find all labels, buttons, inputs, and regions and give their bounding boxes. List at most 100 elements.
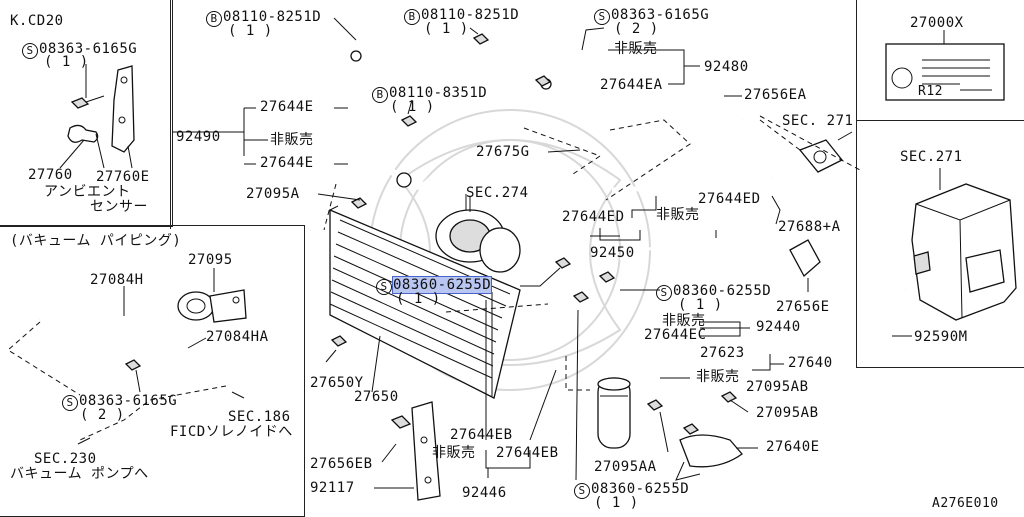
leader-lines — [172, 17, 861, 489]
screw-symbol: S — [376, 279, 392, 295]
pipe-92450 — [611, 118, 776, 262]
screw-symbol: S — [656, 285, 672, 301]
not-sold-label: 非販売 — [656, 207, 700, 223]
ambient-sensor-bolt — [70, 64, 105, 109]
part-number: 08363-6165G — [611, 7, 710, 23]
diagram-code: A276E010 — [932, 496, 999, 511]
part-number: 08363-6165G — [39, 41, 138, 57]
part-27084ha: 27084HA — [206, 329, 269, 345]
part-27095ab-upper: 27095AB — [746, 379, 809, 395]
bracket-92117 — [411, 401, 441, 501]
part-27675g: 27675G — [476, 144, 530, 160]
sec186-note: FICDソレノイドへ — [170, 424, 293, 440]
sec274-ref: SEC.274 — [466, 185, 529, 201]
not-sold-label: 非販売 — [432, 445, 476, 461]
part-number: 08110-8251D — [421, 7, 520, 23]
sec271-ref: SEC.271 — [900, 149, 963, 165]
sec271-ref-top: SEC. 271 — [782, 113, 854, 129]
ambient-sensor-bracket — [111, 65, 135, 153]
part-number: 08360-6255D — [673, 283, 772, 299]
frame-main — [170, 0, 858, 229]
sec186-ref: SEC.186 — [228, 409, 291, 425]
part-27000x: 27000X — [910, 15, 964, 31]
part-27623: 27623 — [700, 345, 745, 361]
part-27095ab-lower: 27095AB — [756, 405, 819, 421]
hose-92490 — [331, 50, 434, 207]
receiver-drier — [597, 377, 631, 449]
part-92480: 92480 — [704, 59, 749, 75]
part-92117: 92117 — [310, 480, 355, 496]
frame-right-divider — [857, 120, 1024, 121]
part-number: 08110-8251D — [223, 9, 322, 25]
bolt-symbol: B — [372, 87, 388, 103]
part-number-highlighted: 08360-6255D — [391, 276, 493, 294]
vacuum-leaders — [7, 286, 245, 445]
part-27656ea: 27656EA — [744, 87, 807, 103]
small-bolts — [330, 33, 738, 435]
bolt-symbol: B — [206, 11, 222, 27]
part-92446: 92446 — [462, 485, 507, 501]
part-92490: 92490 — [176, 129, 221, 145]
sensor-name-line2: センサー — [90, 199, 148, 215]
vacuum-title: (バキューム パイピング) — [10, 233, 182, 249]
part-number: 08360-6255D — [591, 481, 690, 497]
screw-symbol: S — [574, 483, 590, 499]
part-27650: 27650 — [354, 389, 399, 405]
evaporator-housing — [876, 168, 1017, 348]
part-27644e-lower: 27644E — [260, 155, 314, 171]
drier-bracket — [675, 434, 743, 481]
part-27644ed-left: 27644ED — [562, 209, 625, 225]
part-27644ed-right: 27644ED — [698, 191, 761, 207]
part-27688a: 27688+A — [778, 219, 841, 235]
screw-qty-bottom: ( 1 ) — [594, 495, 639, 511]
bolt-symbol: B — [404, 9, 420, 25]
compressor — [435, 196, 521, 273]
part-27760: 27760 — [28, 167, 73, 183]
sec230-note: バキューム ポンプへ — [10, 466, 149, 482]
sec230-ref: SEC.230 — [34, 451, 97, 467]
sensor-name-line1: アンビエント — [44, 184, 131, 200]
part-27095aa: 27095AA — [594, 459, 657, 475]
part-27760e: 27760E — [96, 169, 150, 185]
bolt-qty-1: ( 1 ) — [228, 23, 273, 39]
frame-right — [856, 0, 1024, 368]
screw-symbol: S — [62, 395, 78, 411]
part-number: 08363-6165G — [79, 393, 178, 409]
part-27084h: 27084H — [90, 272, 144, 288]
bolt-qty-3: ( 1 ) — [390, 99, 435, 115]
expansion-valve-block — [798, 139, 844, 173]
screw-symbol: S — [594, 9, 610, 25]
kcd20-screw-qty: ( 1 ) — [44, 54, 89, 70]
part-27650y: 27650Y — [310, 375, 364, 391]
part-92590m: 92590M — [914, 329, 968, 345]
screw-qty-right: ( 1 ) — [678, 297, 723, 313]
part-27644ec: 27644EC — [644, 327, 707, 343]
bolt-qty-2: ( 1 ) — [424, 21, 469, 37]
part-92440: 92440 — [756, 319, 801, 335]
part-number: 08110-8351D — [389, 85, 488, 101]
label-refrigerant: R12 — [918, 84, 943, 99]
part-27640e: 27640E — [766, 439, 820, 455]
part-92450: 92450 — [590, 245, 635, 261]
not-sold-label: 非販売 — [270, 132, 314, 148]
part-27095a: 27095A — [246, 186, 300, 202]
part-27640: 27640 — [788, 355, 833, 371]
part-27656e: 27656E — [776, 299, 830, 315]
part-27644e-upper: 27644E — [260, 99, 314, 115]
part-27644eb-lower: 27644EB — [496, 445, 559, 461]
part-27644eb-upper: 27644EB — [450, 427, 513, 443]
vacuum-valve — [177, 268, 247, 323]
not-sold-label: 非販売 — [696, 369, 740, 385]
vacuum-hose — [38, 303, 227, 388]
kcd20-title: K.CD20 — [10, 13, 64, 29]
ambient-sensor — [59, 124, 133, 169]
part-27644ea: 27644EA — [600, 77, 663, 93]
